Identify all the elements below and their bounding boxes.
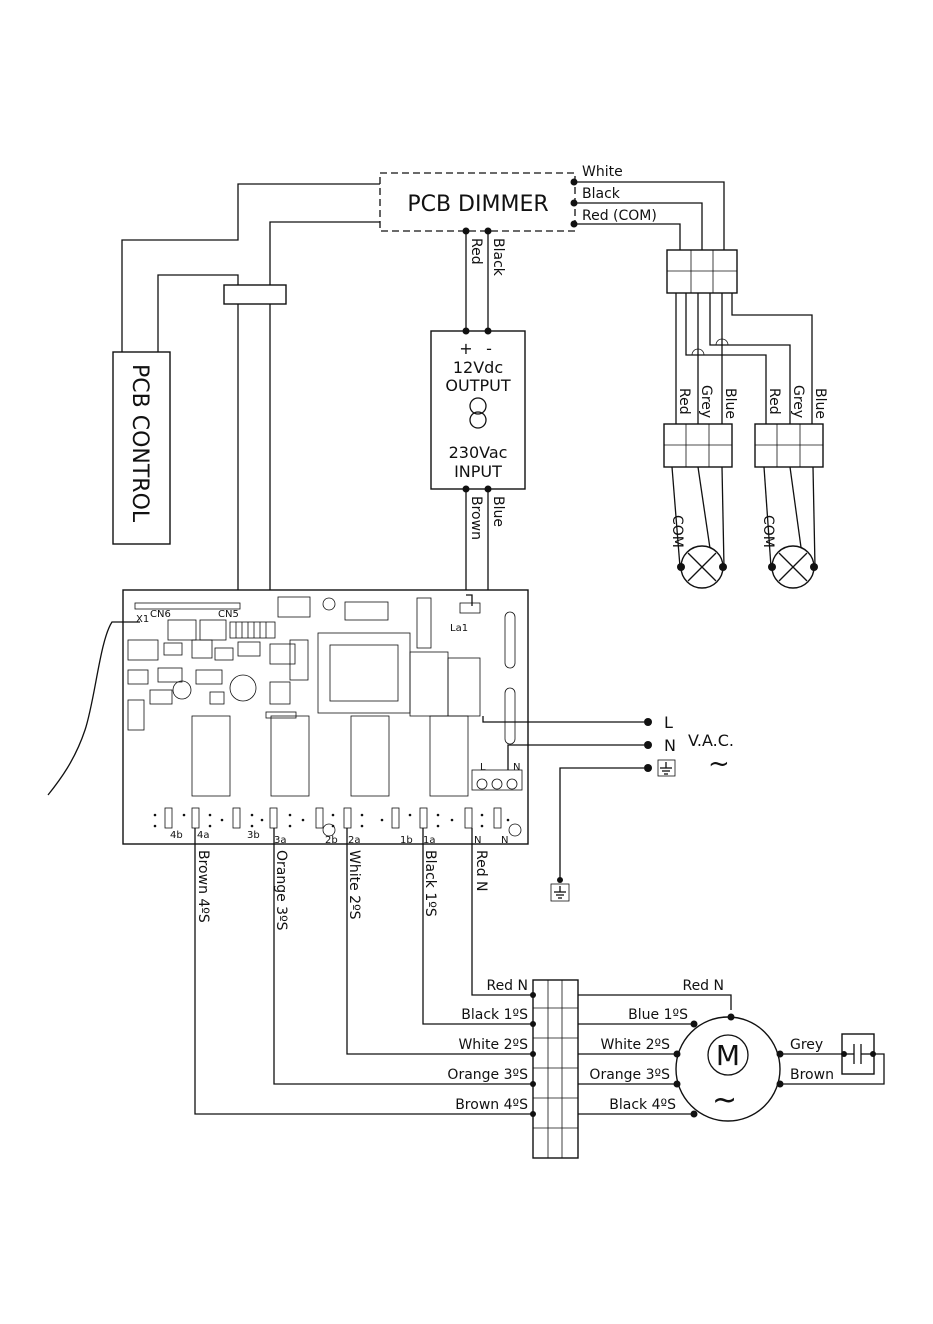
lamp-right-com-label: COM: [760, 515, 776, 548]
earth-bottom-icon: [550, 883, 570, 902]
pcb-dimmer-title: PCB DIMMER: [407, 192, 548, 217]
tb-left-orange3: Orange 3ºS: [447, 1067, 528, 1083]
wire-dimmer-red: [574, 223, 681, 250]
pcb-control-box: [112, 351, 171, 545]
lamp-left-blue-label: Blue: [722, 388, 738, 419]
motor-grey-label: Grey: [790, 1037, 823, 1053]
output-brown4-label: Brown 4ºS: [195, 850, 211, 923]
ferrite-clamp: [223, 284, 287, 305]
board-x1-label: X1: [136, 614, 149, 625]
terminal-3a-label: 3a: [274, 835, 287, 846]
lamp-left-red-label: Red: [676, 388, 692, 415]
wire-mains-n: [507, 744, 644, 770]
wire-mains-l: [482, 716, 644, 723]
wire-orange3: [273, 828, 531, 1085]
tb-left-white2: White 2ºS: [458, 1037, 528, 1053]
motor-brown-label: Brown: [790, 1067, 834, 1083]
lamp-right: [763, 466, 818, 589]
tb-right-blue1: Blue 1ºS: [628, 1007, 688, 1023]
lamp-connector-right: [754, 423, 824, 468]
wire-black1: [422, 828, 531, 1025]
wire-dimmer-white: [574, 181, 725, 250]
terminal-2a-label: 2a: [348, 835, 361, 846]
pcb-dimmer-box: [379, 172, 576, 232]
wire-redn: [471, 828, 531, 996]
transformer-input-label: INPUT: [454, 462, 502, 481]
dimmer-out-black-label: Black: [582, 186, 621, 202]
wire-dimmer-left-outer: [121, 183, 380, 352]
lamp-right-blue-label: Blue: [812, 388, 828, 419]
output-redn-label: Red N: [473, 850, 489, 892]
terminal-n1-label: N: [474, 835, 481, 846]
terminal-n2-label: N: [501, 835, 508, 846]
tb-right-white2: White 2ºS: [600, 1037, 670, 1053]
lamp-left: [671, 466, 727, 589]
transformer-output-label: OUTPUT: [445, 376, 510, 395]
board-cn5-label: CN5: [218, 609, 239, 620]
mains-l-label: L: [664, 713, 673, 732]
terminal-1a-label: 1a: [423, 835, 436, 846]
lamp-splitter-block: [666, 249, 738, 294]
relay-2: [350, 715, 390, 797]
output-orange3-label: Orange 3ºS: [273, 850, 289, 931]
terminal-4a-label: 4a: [197, 830, 210, 841]
tb-right-black4: Black 4ºS: [609, 1097, 676, 1113]
dimmer-in-black-label: Black: [490, 238, 506, 277]
board-l-label: L: [480, 762, 486, 773]
motor: M ~: [675, 1016, 781, 1122]
motor-wave-icon: ~: [712, 1083, 737, 1118]
board-la1-label: La1: [450, 623, 468, 634]
tb-right-orange3: Orange 3ºS: [589, 1067, 670, 1083]
transformer-in-blue-label: Blue: [490, 496, 506, 527]
tb-left-black1: Black 1ºS: [461, 1007, 528, 1023]
board-n-label: N: [513, 762, 520, 773]
main-pcb-board: [122, 589, 529, 845]
lamp-right-red-label: Red: [766, 388, 782, 415]
wire-dimmer-black: [574, 202, 703, 250]
output-black1-label: Black 1ºS: [422, 850, 438, 917]
relay-1: [429, 715, 469, 797]
board-cn6-label: CN6: [150, 609, 171, 620]
transformer-in-brown-label: Brown: [468, 496, 484, 540]
dimmer-out-red-com-label: Red (COM): [582, 208, 657, 224]
lamp-left-com-label: COM: [669, 515, 685, 548]
relay-3: [270, 715, 310, 797]
mains-n-label: N: [664, 736, 676, 755]
wire-mains-earth: [559, 767, 644, 880]
transformer-symbol-icon: [469, 397, 487, 429]
lamp-left-grey-label: Grey: [698, 385, 714, 418]
transformer-plus: +: [459, 339, 472, 358]
relay-4: [191, 715, 231, 797]
terminal-3b-label: 3b: [247, 830, 260, 841]
transformer-output-voltage: 12Vdc: [453, 358, 503, 377]
dimmer-in-red-label: Red: [468, 238, 484, 265]
motor-symbol: M: [716, 1039, 740, 1072]
tb-right-redn: Red N: [682, 978, 724, 994]
lamp-right-grey-label: Grey: [790, 385, 806, 418]
pcb-control-title: PCB CONTROL: [127, 364, 152, 523]
terminal-4b-label: 4b: [170, 830, 183, 841]
lamp-connector-left: [663, 423, 733, 468]
tb-left-redn: Red N: [486, 978, 528, 994]
wire-dimmer-left-inner: [269, 221, 380, 620]
transformer-minus: -: [486, 339, 492, 358]
transformer-box: [430, 330, 526, 490]
wire-brown4: [194, 828, 531, 1115]
wire-white2: [346, 828, 531, 1055]
mains-wave-icon: ~: [708, 749, 730, 779]
output-white2-label: White 2ºS: [346, 850, 362, 920]
dimmer-out-white-label: White: [582, 164, 623, 180]
motor-terminal-block: [532, 979, 579, 1159]
tb-left-brown4: Brown 4ºS: [455, 1097, 528, 1113]
terminal-1b-label: 1b: [400, 835, 413, 846]
transformer-input-voltage: 230Vac: [449, 443, 508, 462]
board-cn5-connector: [229, 621, 276, 639]
mains-vac-label: V.A.C.: [688, 731, 734, 750]
earth-icon: [657, 759, 676, 777]
antenna-wire: [47, 621, 140, 796]
terminal-2b-label: 2b: [325, 835, 338, 846]
capacitor-icon: [841, 1033, 876, 1075]
